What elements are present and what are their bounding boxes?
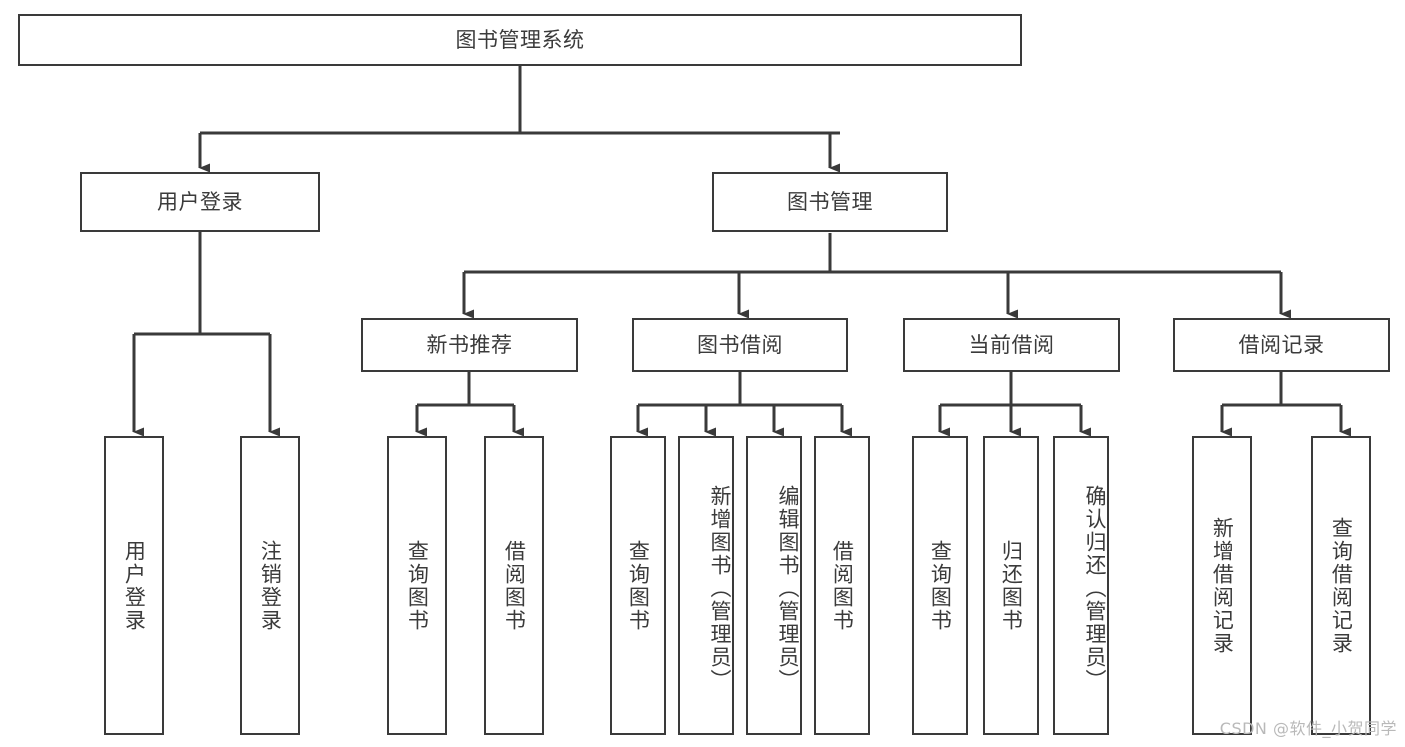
leaf-confirm-return-admin[interactable]: 确认归还（管理员） [1053, 436, 1109, 735]
leaf-query-book-borrow-label: 查询图书 [626, 539, 651, 632]
leaf-query-book-current-label: 查询图书 [928, 539, 953, 632]
leaf-query-book-recommend[interactable]: 查询图书 [387, 436, 447, 735]
leaf-query-book-recommend-label: 查询图书 [405, 539, 430, 632]
node-new-book-recommend[interactable]: 新书推荐 [361, 318, 578, 372]
leaf-borrow-book-recommend-label: 借阅图书 [502, 539, 527, 632]
node-book-management[interactable]: 图书管理 [712, 172, 948, 232]
leaf-edit-book-admin-label: 编辑图书（管理员） [776, 485, 800, 692]
watermark-text: CSDN @软件_小贺同学 [1219, 719, 1397, 738]
node-borrow-record-label: 借阅记录 [1238, 332, 1325, 357]
leaf-return-book-label: 归还图书 [999, 539, 1024, 632]
leaf-user-login[interactable]: 用户登录 [104, 436, 164, 735]
leaf-query-borrow-record-label: 查询借阅记录 [1329, 516, 1354, 655]
node-user-login-label: 用户登录 [157, 189, 243, 214]
leaf-add-borrow-record-label: 新增借阅记录 [1210, 516, 1235, 655]
leaf-add-book-admin-label: 新增图书（管理员） [708, 485, 732, 692]
leaf-logout-label: 注销登录 [258, 539, 283, 632]
leaf-edit-book-admin[interactable]: 编辑图书（管理员） [746, 436, 802, 735]
leaf-logout[interactable]: 注销登录 [240, 436, 300, 735]
leaf-query-borrow-record[interactable]: 查询借阅记录 [1311, 436, 1371, 735]
node-root-label: 图书管理系统 [455, 27, 585, 52]
node-new-book-recommend-label: 新书推荐 [426, 332, 513, 357]
node-book-management-label: 图书管理 [787, 189, 873, 214]
node-book-borrow[interactable]: 图书借阅 [632, 318, 848, 372]
leaf-add-borrow-record[interactable]: 新增借阅记录 [1192, 436, 1252, 735]
node-user-login[interactable]: 用户登录 [80, 172, 320, 232]
node-book-borrow-label: 图书借阅 [697, 332, 783, 357]
leaf-user-login-label: 用户登录 [122, 539, 147, 632]
node-current-borrow[interactable]: 当前借阅 [903, 318, 1120, 372]
leaf-borrow-book-label: 借阅图书 [830, 539, 855, 632]
leaf-confirm-return-admin-label: 确认归还（管理员） [1083, 485, 1107, 692]
leaf-return-book[interactable]: 归还图书 [983, 436, 1039, 735]
leaf-borrow-book[interactable]: 借阅图书 [814, 436, 870, 735]
leaf-add-book-admin[interactable]: 新增图书（管理员） [678, 436, 734, 735]
leaf-query-book-current[interactable]: 查询图书 [912, 436, 968, 735]
node-current-borrow-label: 当前借阅 [968, 332, 1055, 357]
leaf-borrow-book-recommend[interactable]: 借阅图书 [484, 436, 544, 735]
leaf-query-book-borrow[interactable]: 查询图书 [610, 436, 666, 735]
node-root[interactable]: 图书管理系统 [18, 14, 1022, 66]
node-borrow-record[interactable]: 借阅记录 [1173, 318, 1390, 372]
